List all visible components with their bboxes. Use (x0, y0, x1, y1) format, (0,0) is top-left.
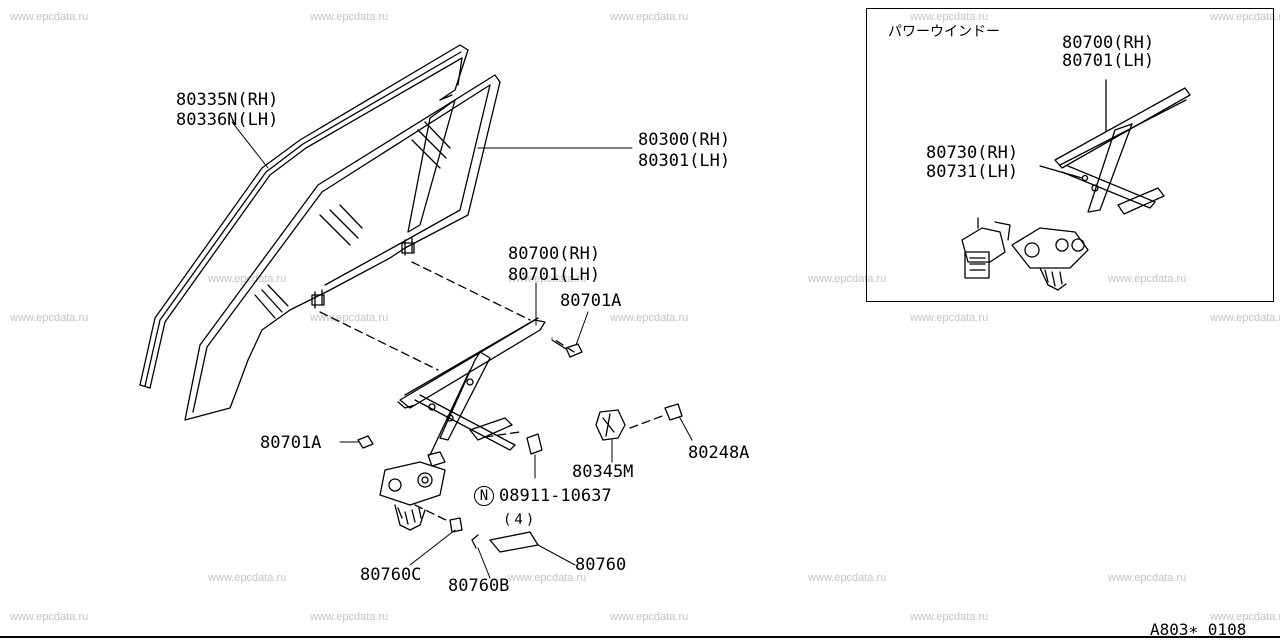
part-08911: 08911-10637 (499, 486, 612, 506)
diagram-code: A803∗ 0108 (1150, 620, 1247, 639)
watermark: www.epcdata.ru (1210, 11, 1280, 23)
part-80700: 80700(RH) (508, 244, 601, 264)
part-80345m: 80345M (572, 462, 634, 482)
dashed-guide-lines (319, 261, 666, 523)
watermark: www.epcdata.ru (910, 312, 989, 324)
watermark: www.epcdata.ru (610, 11, 689, 23)
part-80301: 80301(LH) (638, 151, 731, 171)
part-80248a: 80248A (688, 443, 750, 463)
part-80760: 80760 (575, 555, 627, 575)
watermark: www.epcdata.ru (10, 312, 89, 324)
watermark: www.epcdata.ru (1210, 611, 1280, 623)
inset-part-80700: 80700(RH) (1062, 33, 1155, 53)
inset-panel (866, 8, 1274, 302)
window-regulator (379, 317, 546, 531)
watermark: www.epcdata.ru (508, 572, 587, 584)
watermark: www.epcdata.ru (610, 312, 689, 324)
part-80335n: 80335N(RH) (176, 90, 279, 110)
watermark: www.epcdata.ru (910, 11, 989, 23)
door-glass (184, 74, 501, 421)
leader-lines (231, 121, 693, 579)
fasteners (357, 339, 683, 553)
part-80336n: 80336N(LH) (176, 110, 279, 130)
inset-part-80701: 80701(LH) (1062, 51, 1155, 71)
part-80760b: 80760B (448, 576, 510, 596)
watermark: www.epcdata.ru (1108, 273, 1187, 285)
part-80760c: 80760C (360, 565, 422, 585)
watermark: www.epcdata.ru (808, 572, 887, 584)
watermark: www.epcdata.ru (310, 312, 389, 324)
watermark: www.epcdata.ru (208, 572, 287, 584)
part-quantity: (4) (503, 512, 538, 528)
part-80300: 80300(RH) (638, 130, 731, 150)
watermark: www.epcdata.ru (208, 273, 287, 285)
inset-title: パワーウインドー (888, 24, 1000, 40)
bottom-rule (0, 636, 1280, 638)
nut-symbol: N (474, 486, 494, 506)
inset-part-80730: 80730(RH) (926, 143, 1019, 163)
part-80701: 80701(LH) (508, 265, 601, 285)
watermark: www.epcdata.ru (1210, 312, 1280, 324)
glass-run-channel (139, 44, 469, 389)
watermark: www.epcdata.ru (1108, 572, 1187, 584)
inset-power-window-drawing (961, 79, 1191, 291)
part-80701a-right: 80701A (560, 291, 622, 311)
watermark: www.epcdata.ru (910, 611, 989, 623)
watermark: www.epcdata.ru (310, 11, 389, 23)
inset-part-80731: 80731(LH) (926, 162, 1019, 182)
watermark: www.epcdata.ru (610, 611, 689, 623)
watermark: www.epcdata.ru (310, 611, 389, 623)
watermark: www.epcdata.ru (10, 11, 89, 23)
watermark: www.epcdata.ru (508, 273, 587, 285)
watermark: www.epcdata.ru (10, 611, 89, 623)
part-80701a-left: 80701A (260, 433, 322, 453)
